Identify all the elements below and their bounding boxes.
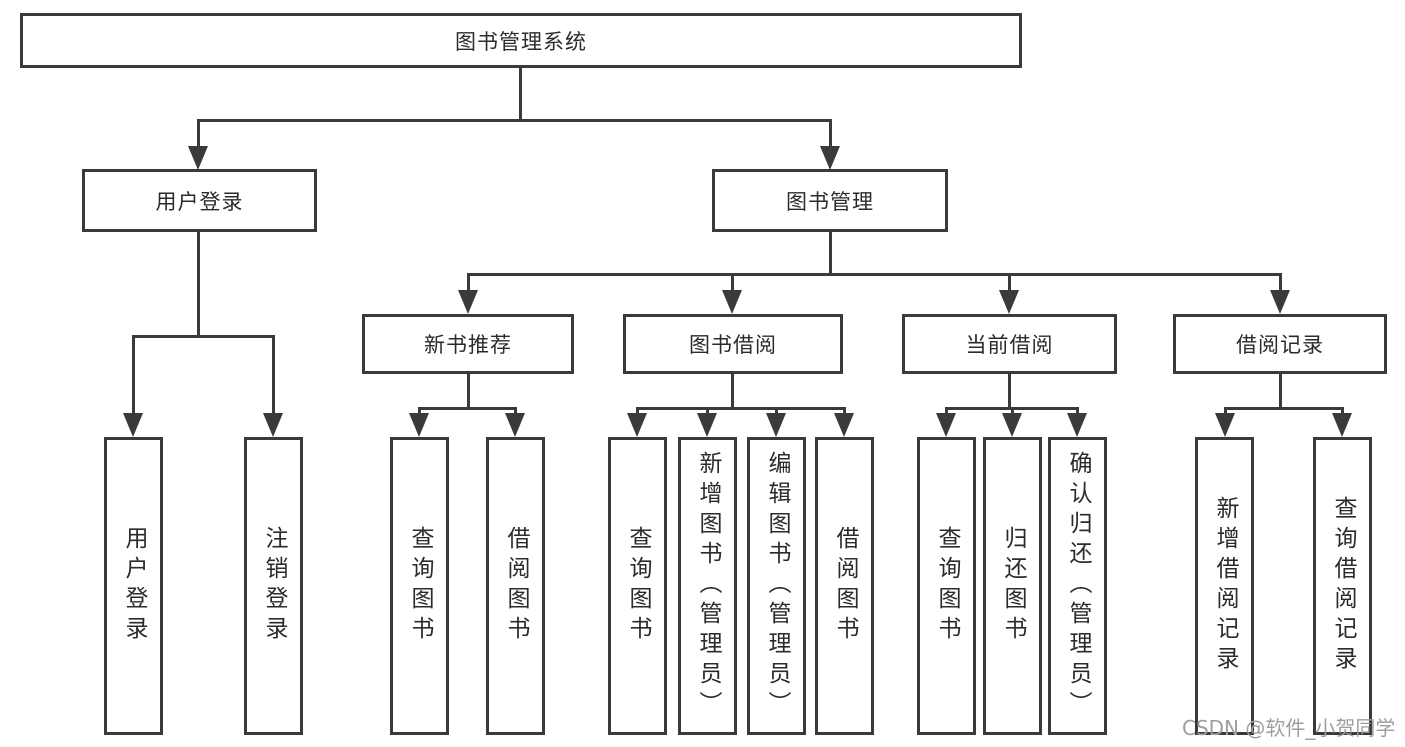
csdn-watermark: CSDN @软件_小贺同学 bbox=[1182, 716, 1396, 740]
leaf-user-login: 用户登录 bbox=[104, 437, 163, 735]
connector-bookborrow-rail bbox=[636, 407, 845, 410]
connector-userlogin-rail bbox=[132, 335, 275, 338]
arrow-down-icon bbox=[820, 146, 840, 170]
arrow-down-icon bbox=[263, 413, 283, 437]
node-book-management-label: 图书管理 bbox=[786, 189, 874, 214]
arrow-down-icon bbox=[627, 413, 647, 437]
node-root: 图书管理系统 bbox=[20, 13, 1022, 68]
leaf-query-borrow-record: 查询借阅记录 bbox=[1313, 437, 1372, 735]
leaf-query-book-2-label: 查询图书 bbox=[625, 526, 651, 646]
connector-drop-new-book bbox=[467, 273, 470, 295]
connector-bookborrow-stem bbox=[731, 374, 734, 410]
node-current-borrow-label: 当前借阅 bbox=[965, 333, 1054, 357]
connector-drop-book-management bbox=[829, 119, 832, 151]
leaf-edit-book-admin-label: 编辑图书（管理员） bbox=[764, 451, 790, 721]
leaf-add-book-admin: 新增图书（管理员） bbox=[678, 437, 737, 735]
connector-drop-borrow-records bbox=[1279, 273, 1282, 295]
leaf-query-book-3: 查询图书 bbox=[917, 437, 976, 735]
node-book-management: 图书管理 bbox=[712, 169, 948, 232]
leaf-query-book-3-label: 查询图书 bbox=[934, 526, 960, 646]
leaf-confirm-return-admin: 确认归还（管理员） bbox=[1048, 437, 1107, 735]
connector-newbook-stem bbox=[467, 374, 470, 410]
connector-bookmgmt-stem bbox=[829, 232, 832, 276]
leaf-user-login-label: 用户登录 bbox=[121, 526, 147, 646]
arrow-down-icon bbox=[999, 290, 1019, 314]
connector-drop-user-login bbox=[197, 119, 200, 151]
leaf-confirm-return-admin-label: 确认归还（管理员） bbox=[1065, 451, 1091, 721]
arrow-down-icon bbox=[505, 413, 525, 437]
leaf-borrow-book-2: 借阅图书 bbox=[815, 437, 874, 735]
leaf-return-book-label: 归还图书 bbox=[1000, 526, 1026, 646]
arrow-down-icon bbox=[1270, 290, 1290, 314]
leaf-return-book: 归还图书 bbox=[983, 437, 1042, 735]
connector-drop-leaf-user-login bbox=[132, 335, 135, 417]
leaf-query-book-1-label: 查询图书 bbox=[407, 526, 433, 646]
leaf-query-book-2: 查询图书 bbox=[608, 437, 667, 735]
connector-root-stem bbox=[519, 68, 522, 122]
node-root-label: 图书管理系统 bbox=[455, 29, 587, 54]
node-book-borrow-label: 图书借阅 bbox=[689, 333, 777, 357]
leaf-query-book-1: 查询图书 bbox=[390, 437, 449, 735]
leaf-edit-book-admin: 编辑图书（管理员） bbox=[747, 437, 806, 735]
connector-userlogin-stem bbox=[197, 232, 200, 338]
arrow-down-icon bbox=[834, 413, 854, 437]
node-user-login-label: 用户登录 bbox=[155, 189, 244, 214]
node-user-login: 用户登录 bbox=[82, 169, 317, 232]
arrow-down-icon bbox=[722, 290, 742, 314]
leaf-query-borrow-record-label: 查询借阅记录 bbox=[1330, 496, 1356, 676]
arrow-down-icon bbox=[1002, 413, 1022, 437]
connector-drop-book-borrow bbox=[731, 273, 734, 295]
arrow-down-icon bbox=[1067, 413, 1087, 437]
leaf-add-borrow-record-label: 新增借阅记录 bbox=[1212, 496, 1238, 676]
arrow-down-icon bbox=[409, 413, 429, 437]
leaf-logout-label: 注销登录 bbox=[261, 526, 287, 646]
arrow-down-icon bbox=[1215, 413, 1235, 437]
node-new-book-recommend: 新书推荐 bbox=[362, 314, 574, 374]
leaf-logout: 注销登录 bbox=[244, 437, 303, 735]
leaf-add-borrow-record: 新增借阅记录 bbox=[1195, 437, 1254, 735]
arrow-down-icon bbox=[766, 413, 786, 437]
connector-drop-leaf-logout bbox=[272, 335, 275, 417]
arrow-down-icon bbox=[458, 290, 478, 314]
arrow-down-icon bbox=[936, 413, 956, 437]
node-borrow-records: 借阅记录 bbox=[1173, 314, 1387, 374]
node-new-book-recommend-label: 新书推荐 bbox=[424, 333, 512, 357]
arrow-down-icon bbox=[697, 413, 717, 437]
leaf-add-book-admin-label: 新增图书（管理员） bbox=[695, 451, 721, 721]
connector-drop-current-borrow bbox=[1008, 273, 1011, 295]
connector-root-rail bbox=[197, 119, 832, 122]
arrow-down-icon bbox=[123, 413, 143, 437]
connector-borrowrecords-rail bbox=[1224, 407, 1344, 410]
connector-newbook-rail bbox=[418, 407, 517, 410]
connector-currentborrow-stem bbox=[1008, 374, 1011, 410]
node-book-borrow: 图书借阅 bbox=[623, 314, 843, 374]
leaf-borrow-book-1-label: 借阅图书 bbox=[503, 526, 529, 646]
node-borrow-records-label: 借阅记录 bbox=[1236, 333, 1324, 357]
leaf-borrow-book-2-label: 借阅图书 bbox=[832, 526, 858, 646]
connector-borrowrecords-stem bbox=[1279, 374, 1282, 410]
leaf-borrow-book-1: 借阅图书 bbox=[486, 437, 545, 735]
connector-bookmgmt-rail bbox=[467, 273, 1282, 276]
arrow-down-icon bbox=[1332, 413, 1352, 437]
node-current-borrow: 当前借阅 bbox=[902, 314, 1117, 374]
arrow-down-icon bbox=[188, 146, 208, 170]
